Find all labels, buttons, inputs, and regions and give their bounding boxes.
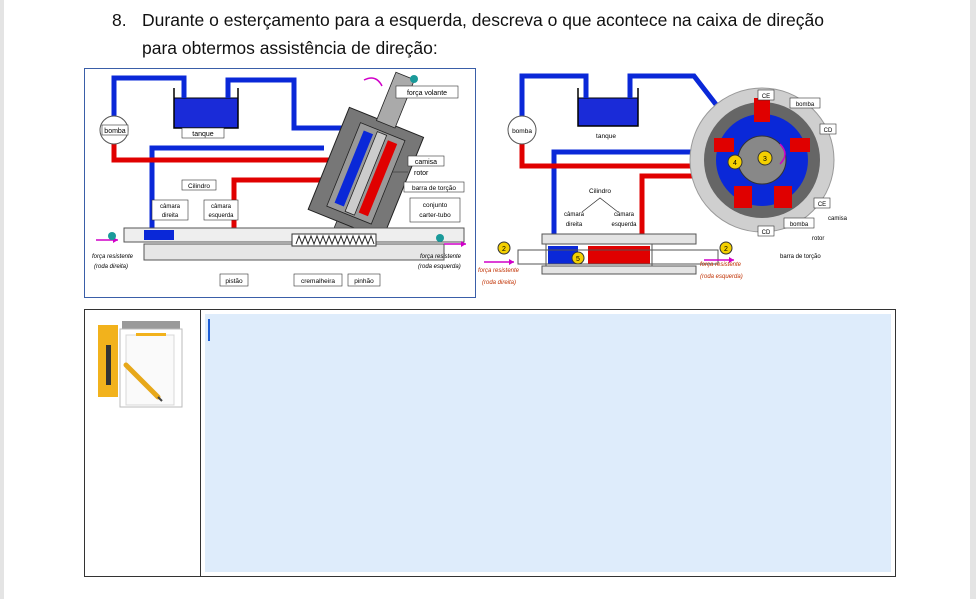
left-camara-esq-label: câmara <box>211 204 232 210</box>
left-camisa-label: camisa <box>415 159 437 166</box>
left-bomba-label: bomba <box>104 128 126 135</box>
right-camara-dir-label: câmara <box>564 212 585 218</box>
left-roda-esquerda-label: (roda esquerda) <box>418 264 461 270</box>
left-cilindro-label: Cilindro <box>188 183 210 190</box>
right-num-4: 4 <box>733 160 737 167</box>
right-num-2-left: 2 <box>502 246 506 253</box>
left-tanque-label: tanque <box>192 131 214 138</box>
left-edge <box>0 0 4 599</box>
right-bomba-bottom: bomba <box>790 222 809 228</box>
right-cd-bottom: CD <box>762 230 771 236</box>
right-camara-esq-label: câmara <box>614 212 635 218</box>
left-frame <box>84 68 476 298</box>
right-barra-torcao-label: barra de torção <box>780 254 821 260</box>
right-edge <box>970 0 976 599</box>
right-cilindro-label: Cilindro <box>589 188 611 195</box>
right-camisa-label: camisa <box>828 216 848 222</box>
right-forca-resistente-dir: força resistente <box>478 268 520 274</box>
right-cd-top: CD <box>824 128 833 134</box>
left-esquerda-label: esquerda <box>208 213 234 219</box>
right-rotor-label: rotor <box>812 236 824 242</box>
text-caret <box>208 319 210 341</box>
writing-icon <box>98 321 183 408</box>
right-steering-diagram: tanque bomba 3 4 CE bomba CD CE bomba CD… <box>478 68 862 298</box>
left-roda-direita-label: (roda direita) <box>94 264 128 270</box>
carter-tubo-label: carter-tubo <box>419 212 451 219</box>
right-forca-resistente-esq: força resistente <box>700 262 742 268</box>
left-steering-diagram: bomba tanque força volante camisa rotor … <box>84 68 476 298</box>
right-num-3: 3 <box>763 156 767 163</box>
right-num-2-right: 2 <box>724 246 728 253</box>
answer-icon-cell <box>85 310 201 576</box>
left-direita-label: direita <box>162 213 179 219</box>
right-ce-top: CE <box>762 94 770 100</box>
right-num-5: 5 <box>576 256 580 263</box>
right-bomba-label: bomba <box>512 128 532 135</box>
right-roda-esquerda-label: (roda esquerda) <box>700 274 743 280</box>
question-text-line-2: para obtermos assistência de direção: <box>142 38 438 58</box>
left-steering-svg: bomba tanque força volante camisa rotor … <box>84 68 476 298</box>
right-ce-bottom: CE <box>818 202 826 208</box>
question-text-line-1: Durante o esterçamento para a esquerda, … <box>142 10 824 30</box>
left-forca-resistente-esq-label: força resistente <box>420 254 462 260</box>
right-bomba-top: bomba <box>796 102 815 108</box>
right-tanque-label: tanque <box>596 133 616 140</box>
pinhao-label: pinhão <box>354 278 374 285</box>
answer-box <box>84 309 896 577</box>
conjunto-label: conjunto <box>423 202 448 209</box>
right-esquerda-label: esquerda <box>611 222 637 228</box>
question-number: 8. <box>112 10 127 30</box>
forca-volante-label: força volante <box>407 90 447 97</box>
cremalheira-label: cremalheira <box>301 278 335 285</box>
pistao-label: pistão <box>225 278 243 285</box>
left-forca-resistente-dir-label: força resistente <box>92 254 134 260</box>
left-camara-dir-label: câmara <box>160 204 181 210</box>
answer-text-field[interactable] <box>205 314 891 572</box>
right-roda-direita-label: (roda direita) <box>482 280 516 286</box>
right-direita-label: direita <box>566 222 583 228</box>
tank-shape <box>173 97 239 129</box>
left-barra-torcao-label: barra de torção <box>412 185 456 192</box>
left-rotor-label: rotor <box>414 170 429 177</box>
right-steering-svg: tanque bomba 3 4 CE bomba CD CE bomba CD… <box>478 73 848 286</box>
